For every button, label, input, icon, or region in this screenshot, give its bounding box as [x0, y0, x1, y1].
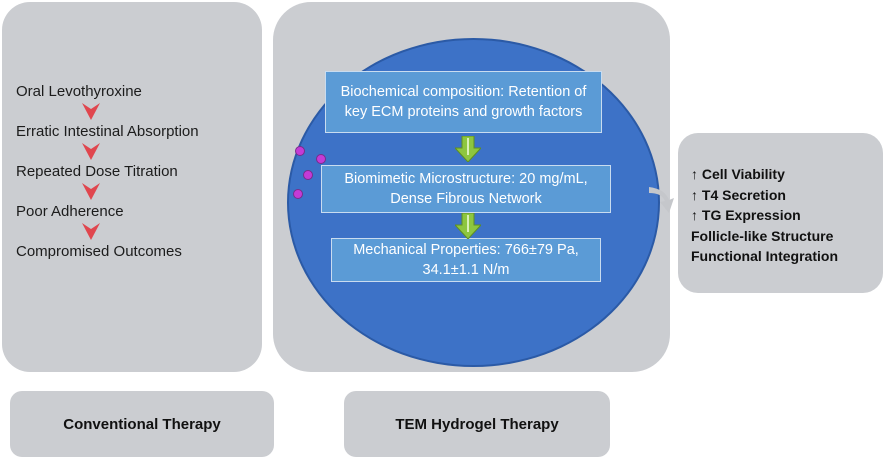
- particle-dot: [303, 170, 313, 180]
- conventional-step: Repeated Dose Titration: [16, 163, 178, 180]
- particle-dot: [295, 146, 305, 156]
- conventional-step: Compromised Outcomes: [16, 243, 182, 260]
- down-arrow-icon: [16, 102, 100, 122]
- green-down-arrow-icon: [455, 213, 481, 239]
- biochemical-composition-box: Biochemical composition: Retention of ke…: [325, 71, 602, 133]
- curved-arrow-icon: [649, 187, 674, 213]
- conventional-therapy-label: Conventional Therapy: [63, 415, 221, 433]
- green-down-arrow-icon: [455, 136, 481, 162]
- tem-hydrogel-therapy-label: TEM Hydrogel Therapy: [395, 415, 559, 433]
- conventional-step: Oral Levothyroxine: [16, 83, 142, 100]
- mechanical-properties-box: Mechanical Properties: 766±79 Pa, 34.1±1…: [331, 238, 601, 282]
- microstructure-box: Biomimetic Microstructure: 20 mg/mL, Den…: [321, 165, 611, 213]
- conventional-panel: [2, 2, 262, 372]
- outcome-item: Functional Integration: [691, 248, 838, 264]
- down-arrow-icon: [16, 222, 100, 242]
- outcome-item: ↑ Cell Viability: [691, 166, 785, 182]
- conventional-step: Erratic Intestinal Absorption: [16, 123, 199, 140]
- particle-dot: [293, 189, 303, 199]
- outcome-list: ↑ Cell Viability ↑ T4 Secretion ↑ TG Exp…: [691, 164, 838, 267]
- conventional-step-list: Oral Levothyroxine Erratic Intestinal Ab…: [16, 82, 199, 262]
- conventional-label-box: [10, 391, 274, 457]
- tem-label-box: [344, 391, 610, 457]
- conventional-step: Poor Adherence: [16, 203, 124, 220]
- down-arrow-icon: [16, 182, 100, 202]
- outcome-item: ↑ TG Expression: [691, 207, 801, 223]
- down-arrow-icon: [16, 142, 100, 162]
- particle-dot: [316, 154, 326, 164]
- outcomes-panel: [678, 133, 883, 293]
- outcome-item: Follicle-like Structure: [691, 227, 834, 244]
- outcome-item: ↑ T4 Secretion: [691, 186, 786, 203]
